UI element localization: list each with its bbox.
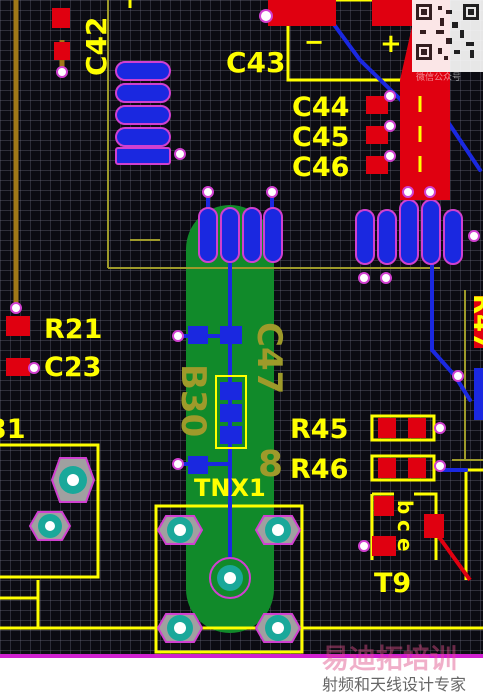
label-b31-partial: 31 xyxy=(0,414,26,445)
label-cap-minus: − xyxy=(304,28,324,56)
label-c46: C46 xyxy=(292,152,349,183)
tnx1-hole-3 xyxy=(209,557,251,599)
tnx1-hole-1 xyxy=(156,515,204,545)
ic-pins-top xyxy=(198,207,283,263)
through-hole-pads xyxy=(28,457,302,643)
red-trace-diagonal xyxy=(432,528,472,582)
tnx1-hole-5 xyxy=(254,613,302,643)
label-c48-partial: 8 xyxy=(258,444,283,485)
label-c47: C47 xyxy=(249,322,289,394)
silkscreen-outlines xyxy=(0,0,483,654)
label-c23: C23 xyxy=(44,352,101,383)
qr-code-icon xyxy=(412,0,483,72)
label-pin-e: e xyxy=(393,538,417,552)
label-c42: C42 xyxy=(80,16,113,76)
tnx1-hole-4 xyxy=(156,613,204,643)
b31-hole-1 xyxy=(50,457,96,503)
label-r47-partial: R47 xyxy=(467,294,483,350)
red-copper-top xyxy=(268,0,336,26)
ic-pins-right xyxy=(355,199,463,265)
label-pin-b: b xyxy=(393,500,417,514)
b31-hole-2 xyxy=(28,511,72,541)
label-c45: C45 xyxy=(292,122,349,153)
bottom-margin xyxy=(0,658,483,697)
label-c44: C44 xyxy=(292,92,349,123)
label-t9: T9 xyxy=(374,568,411,599)
red-copper-top-right xyxy=(372,0,418,26)
smd-pads xyxy=(6,8,483,556)
watermark-site-text: 易迪拓培训 xyxy=(322,644,457,675)
qr-caption: 微信公众号 xyxy=(416,71,461,83)
label-r45: R45 xyxy=(290,414,348,445)
watermark-tagline: 射频和天线设计专家 xyxy=(322,675,466,694)
faded-outlines xyxy=(107,0,483,461)
label-pin-c: c xyxy=(393,520,417,532)
b30-pads xyxy=(188,326,483,474)
label-r46: R46 xyxy=(290,454,348,485)
b30-outline xyxy=(215,375,247,449)
label-tnx1: TNX1 xyxy=(194,474,266,502)
label-c43: C43 xyxy=(226,46,286,79)
tnx1-hole-2 xyxy=(254,515,302,545)
vias xyxy=(10,9,480,552)
board-edge-bottom xyxy=(0,654,483,658)
label-r21: R21 xyxy=(44,314,102,345)
label-cap-plus: + xyxy=(380,29,402,59)
label-b30: B30 xyxy=(173,364,213,437)
silkscreen-labels: C42 C43 − + C44 C45 C46 R21 C23 31 C47 B… xyxy=(0,16,483,599)
c42-pads xyxy=(115,61,171,165)
